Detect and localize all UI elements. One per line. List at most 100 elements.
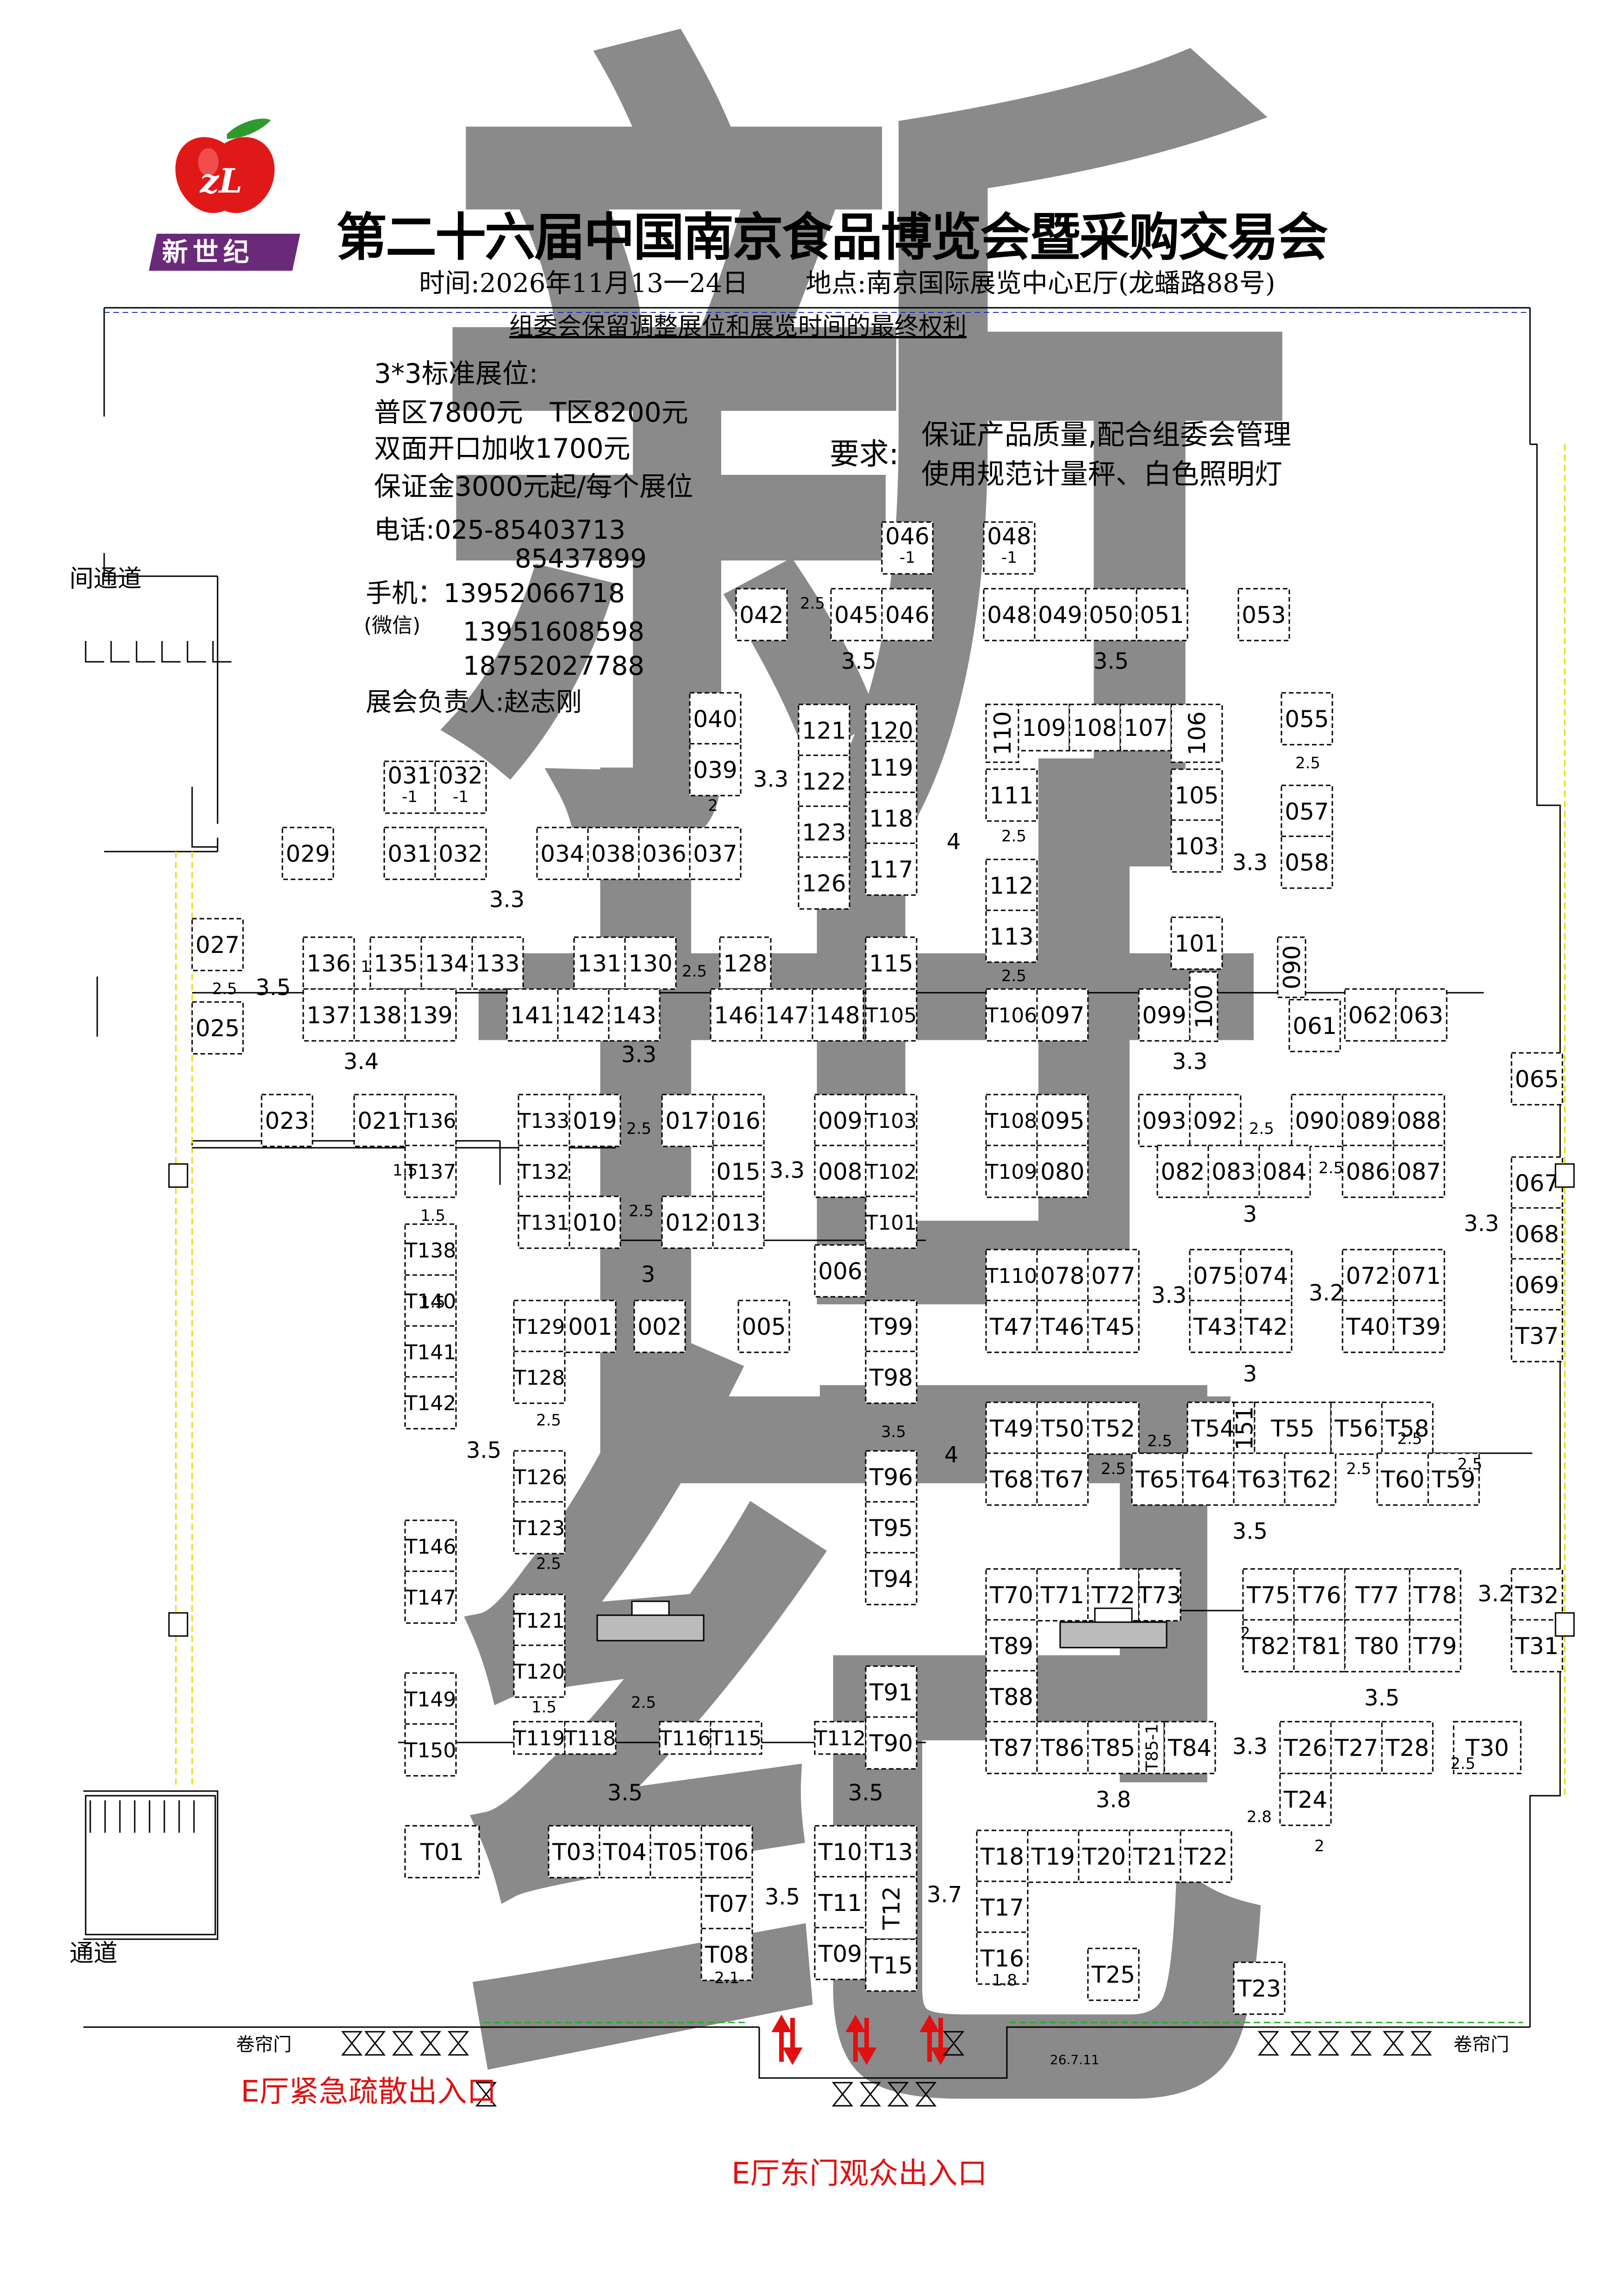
aisle-width-mark: 3 [1243,1201,1257,1227]
booth: 133 [471,936,524,990]
booth-label: 103 [1174,833,1218,860]
booth: 135 [369,936,422,990]
booth: 080 [1036,1145,1089,1198]
gap-mark: 2.5 [1450,1755,1475,1773]
booth-label: T27 [1334,1735,1378,1761]
booth-label: 058 [1285,849,1329,876]
booth-label: 055 [1285,706,1329,733]
booth: 016 [712,1094,765,1147]
booth-label: T65 [1135,1466,1179,1493]
booth-label: 074 [1244,1263,1288,1289]
booth-label: T05 [654,1839,698,1866]
door-icon [1257,2031,1280,2056]
booth-label: 105 [1174,782,1218,809]
booth: T80 [1344,1619,1411,1673]
booth: T68 [985,1452,1038,1506]
booth: T30 [1453,1721,1522,1774]
gap-mark: 2.5 [800,594,825,613]
booth: 142 [557,988,610,1042]
booth: 040 [689,692,742,746]
rolling-door-right: 卷帘门 [1454,2034,1509,2055]
booth: T120 [513,1644,566,1698]
booth-label: T82 [1246,1633,1290,1660]
booth: T10 [814,1825,867,1879]
booth: 071 [1393,1249,1445,1302]
booth: T140 [404,1274,457,1328]
booth: 095 [1036,1094,1089,1147]
booth: T45 [1087,1300,1140,1353]
booth-label: T63 [1237,1466,1281,1493]
booth: T71 [1036,1568,1089,1622]
booth-label: T45 [1091,1313,1135,1340]
booth-label: 029 [286,840,330,867]
booth: 092 [1189,1094,1242,1147]
booth: T84 [1163,1721,1216,1774]
booth-label: T09 [818,1941,862,1967]
booth-label: 016 [716,1108,760,1134]
booth-label: T17 [980,1894,1024,1921]
booth-label: 137 [306,1002,350,1029]
booth-label: 086 [1346,1158,1390,1185]
booth-label: T56 [1334,1415,1378,1442]
booth: T37 [1511,1309,1563,1363]
booth: 146 [710,988,762,1042]
booth: 123 [798,805,850,859]
booth-label: 143 [612,1002,656,1029]
gap-mark: 2.5 [1295,754,1320,772]
booth-label: T98 [869,1364,913,1391]
aisle-width-mark: 3.5 [1232,1518,1268,1544]
booth: T19 [1027,1829,1080,1883]
booth-label: T28 [1385,1735,1429,1761]
booth: 093 [1138,1094,1191,1147]
booth-label: 023 [265,1108,309,1134]
door-icon [831,2082,854,2107]
booth: T112 [814,1721,867,1755]
door-icon [1382,2031,1405,2056]
booth: 013 [712,1195,765,1249]
booth-label: 067 [1515,1170,1559,1197]
booth: T87 [985,1721,1038,1774]
booth: 068 [1511,1207,1563,1261]
booth-label: T22 [1184,1843,1228,1870]
gap-mark: 3.5 [881,1423,906,1441]
info-mobile: 手机：13952066718 [366,579,625,609]
booth-sub-label: -1 [453,788,468,806]
door-icon [1350,2031,1372,2056]
booth-label: T91 [869,1679,913,1706]
booth: 107 [1119,703,1172,752]
booth-label: T37 [1515,1323,1559,1350]
booth-label: 046 [885,523,929,550]
gap-mark: 2.5 [1346,1460,1371,1478]
door-icon [943,2031,965,2056]
booth-label: 038 [591,840,635,867]
booth: 151 [1231,1401,1258,1455]
booth-label: T06 [705,1839,749,1866]
booth-label: T11 [818,1890,862,1916]
corridor-top-label: 间通道 [69,565,142,593]
booth: 122 [798,754,850,808]
booth: T123 [513,1501,566,1555]
booth: T25 [1087,1948,1140,2001]
booth-label: 118 [869,805,913,832]
booth-label: 075 [1193,1263,1237,1289]
booth-label: T131 [518,1211,570,1235]
booth: 109 [1018,703,1070,752]
booth-label: 008 [818,1158,862,1185]
booth: 143 [608,988,661,1042]
booth-sub-label: -1 [1001,548,1017,567]
booth: 105 [1170,768,1223,822]
notice: 组委会保留调整展位和展览时间的最终权利 [509,313,967,341]
gap-mark: 2.5 [682,962,707,981]
gap-mark: 2.5 [536,1555,561,1573]
booth: T99 [865,1300,918,1353]
aisle-width-mark: 3.5 [765,1884,800,1910]
booth-label: T30 [1465,1735,1509,1761]
booth: 046 [881,588,934,641]
booth-label: 077 [1091,1263,1135,1289]
gap-mark: 2.5 [1397,1430,1422,1448]
booth-label: 027 [195,932,239,958]
requirements-line-1: 保证产品质量,配合组委会管理 [921,419,1292,451]
booth-label: 112 [989,872,1033,899]
booth: T58 [1381,1401,1434,1455]
booth-label: 012 [665,1209,709,1236]
